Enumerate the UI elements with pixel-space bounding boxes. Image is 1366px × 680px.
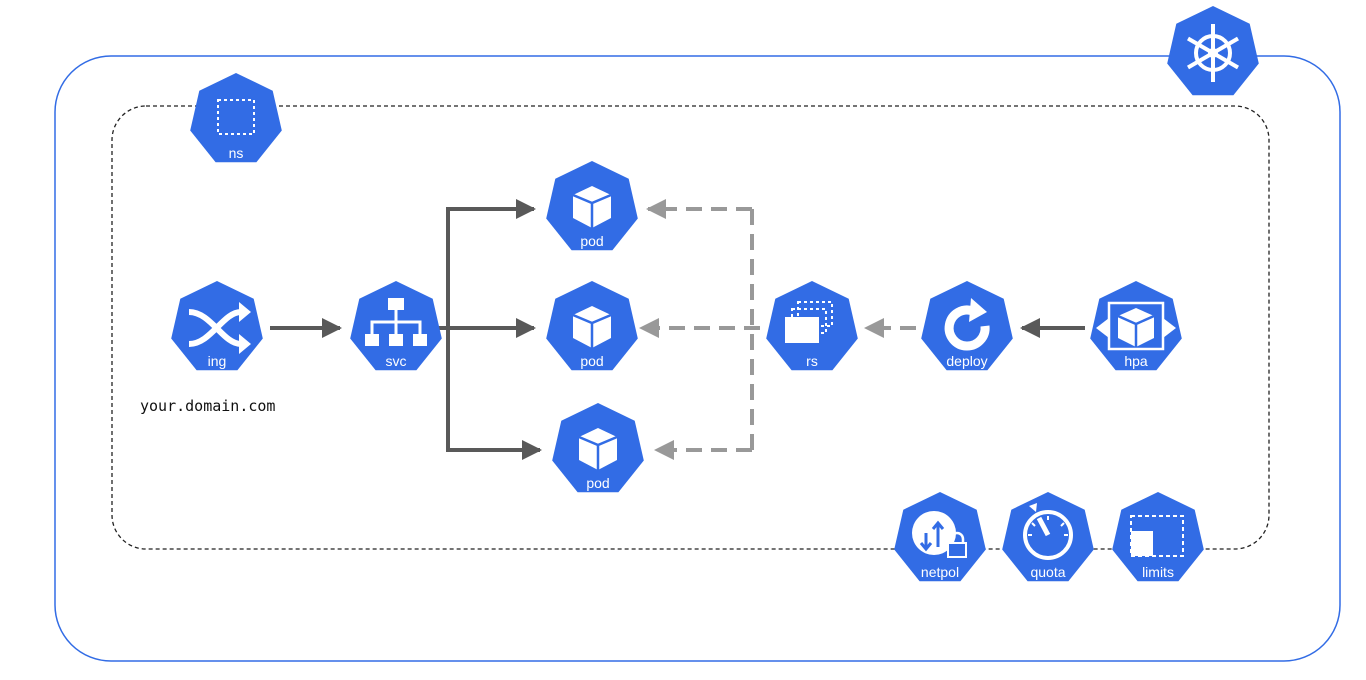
namespace-label: ns [229, 145, 244, 161]
resource-quota-label: quota [1030, 564, 1065, 580]
hpa-node[interactable]: hpa [1090, 281, 1182, 371]
pod-icon [552, 403, 644, 493]
namespace-icon [190, 73, 282, 163]
namespace-boundary [111, 105, 1270, 550]
hpa-label: hpa [1124, 353, 1148, 369]
resource-quota-icon [1002, 492, 1094, 582]
resource-quota-node[interactable]: quota [1002, 492, 1094, 582]
pod-icon [546, 161, 638, 251]
pod-node-middle[interactable]: pod [546, 281, 638, 371]
deployment-icon [921, 281, 1013, 371]
ingress-host-text: your.domain.com [140, 397, 275, 415]
service-label: svc [386, 353, 407, 369]
pod-label: pod [586, 475, 609, 491]
ingress-node[interactable]: ing [171, 281, 263, 371]
replicaset-node[interactable]: rs [766, 281, 858, 371]
pod-icon [546, 281, 638, 371]
network-policy-label: netpol [921, 564, 959, 580]
hpa-icon [1090, 281, 1182, 371]
network-policy-icon [894, 492, 986, 582]
service-icon [350, 281, 442, 371]
namespace-node: ns [190, 73, 282, 163]
ingress-label: ing [208, 353, 227, 369]
deployment-node[interactable]: deploy [921, 281, 1013, 371]
replicaset-to-pods-connectors [639, 199, 760, 460]
cluster-boundary [54, 55, 1341, 662]
ingress-icon [171, 281, 263, 371]
pod-node-top[interactable]: pod [546, 161, 638, 251]
kubernetes-helm-wheel-icon [1167, 6, 1259, 96]
limit-range-node[interactable]: limits [1112, 492, 1204, 582]
service-node[interactable]: svc [350, 281, 442, 371]
pod-node-bottom[interactable]: pod [552, 403, 644, 493]
kubernetes-cluster-logo [1167, 6, 1259, 96]
replicaset-label: rs [806, 353, 818, 369]
limit-range-icon [1112, 492, 1204, 582]
pod-label: pod [580, 233, 603, 249]
replicaset-icon [766, 281, 858, 371]
pod-label: pod [580, 353, 603, 369]
service-to-pods-connectors [438, 199, 542, 460]
network-policy-node[interactable]: netpol [894, 492, 986, 582]
deployment-label: deploy [946, 353, 987, 369]
limit-range-label: limits [1142, 564, 1174, 580]
